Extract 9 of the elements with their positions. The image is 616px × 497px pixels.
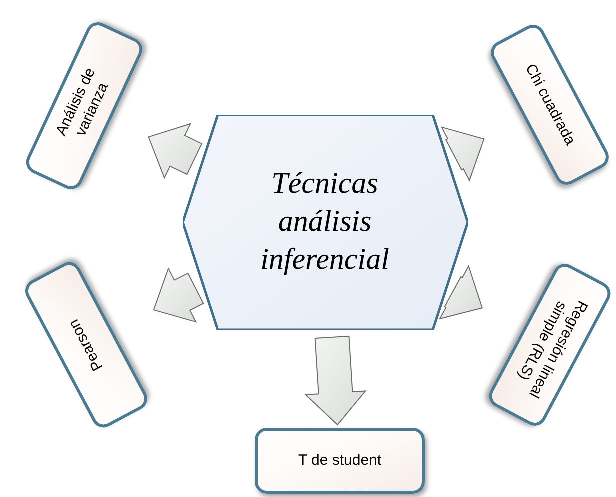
node-title: Técnicas análisis inferencial <box>260 166 390 278</box>
block-arrow <box>439 265 484 320</box>
technique-box <box>255 428 425 494</box>
hexagon-node <box>182 114 468 330</box>
block-arrow <box>153 267 204 323</box>
block-arrow <box>440 126 485 182</box>
technique-label: T de student <box>298 452 382 470</box>
block-arrow <box>304 336 367 426</box>
block-arrow <box>148 123 203 180</box>
